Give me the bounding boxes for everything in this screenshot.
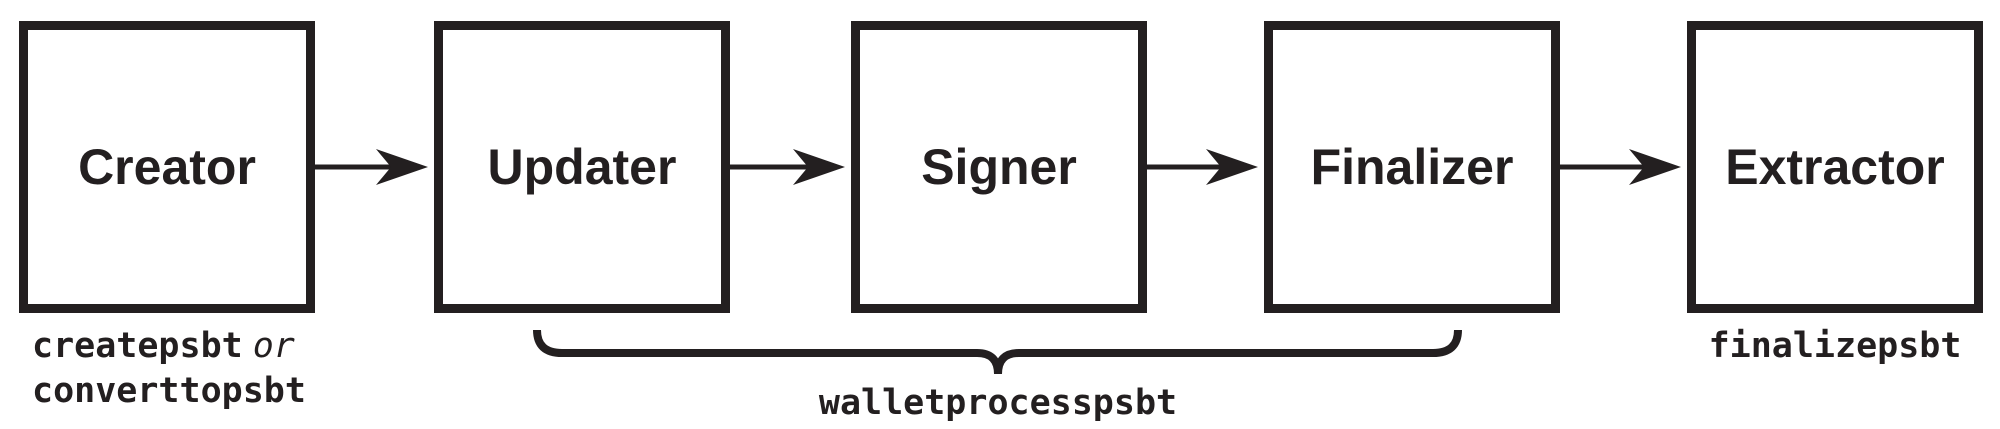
right-arrow-icon-updater-signer (730, 149, 845, 185)
stage-label-signer: Signer (921, 139, 1077, 195)
stage-box-extractor: Extractor (1687, 21, 1983, 313)
stage-label-finalizer: Finalizer (1310, 139, 1514, 195)
stage-label-updater: Updater (487, 139, 677, 195)
right-arrow-icon-finalizer-extractor (1560, 149, 1681, 185)
walletprocesspsbt-annotation: walletprocesspsbt (818, 383, 1178, 423)
stage-label-extractor: Extractor (1725, 139, 1945, 195)
stage-box-signer: Signer (851, 21, 1147, 313)
horizontal-curly-brace-icon (533, 329, 1462, 375)
stage-box-updater: Updater (434, 21, 730, 313)
stage-label-creator: Creator (78, 139, 256, 195)
right-arrow-icon-signer-finalizer (1147, 149, 1258, 185)
stage-box-finalizer: Finalizer (1264, 21, 1560, 313)
creator-command-line2: converttopsbt (32, 369, 306, 414)
finalizepsbt-annotation: finalizepsbt (1708, 326, 1962, 366)
creator-command-converttopsbt: converttopsbt (32, 371, 306, 411)
stage-box-creator: Creator (19, 21, 315, 313)
right-arrow-icon-creator-updater (315, 149, 428, 185)
creator-command-conjunction: or (252, 326, 295, 366)
creator-command-createpsbt: createpsbt (32, 326, 243, 366)
